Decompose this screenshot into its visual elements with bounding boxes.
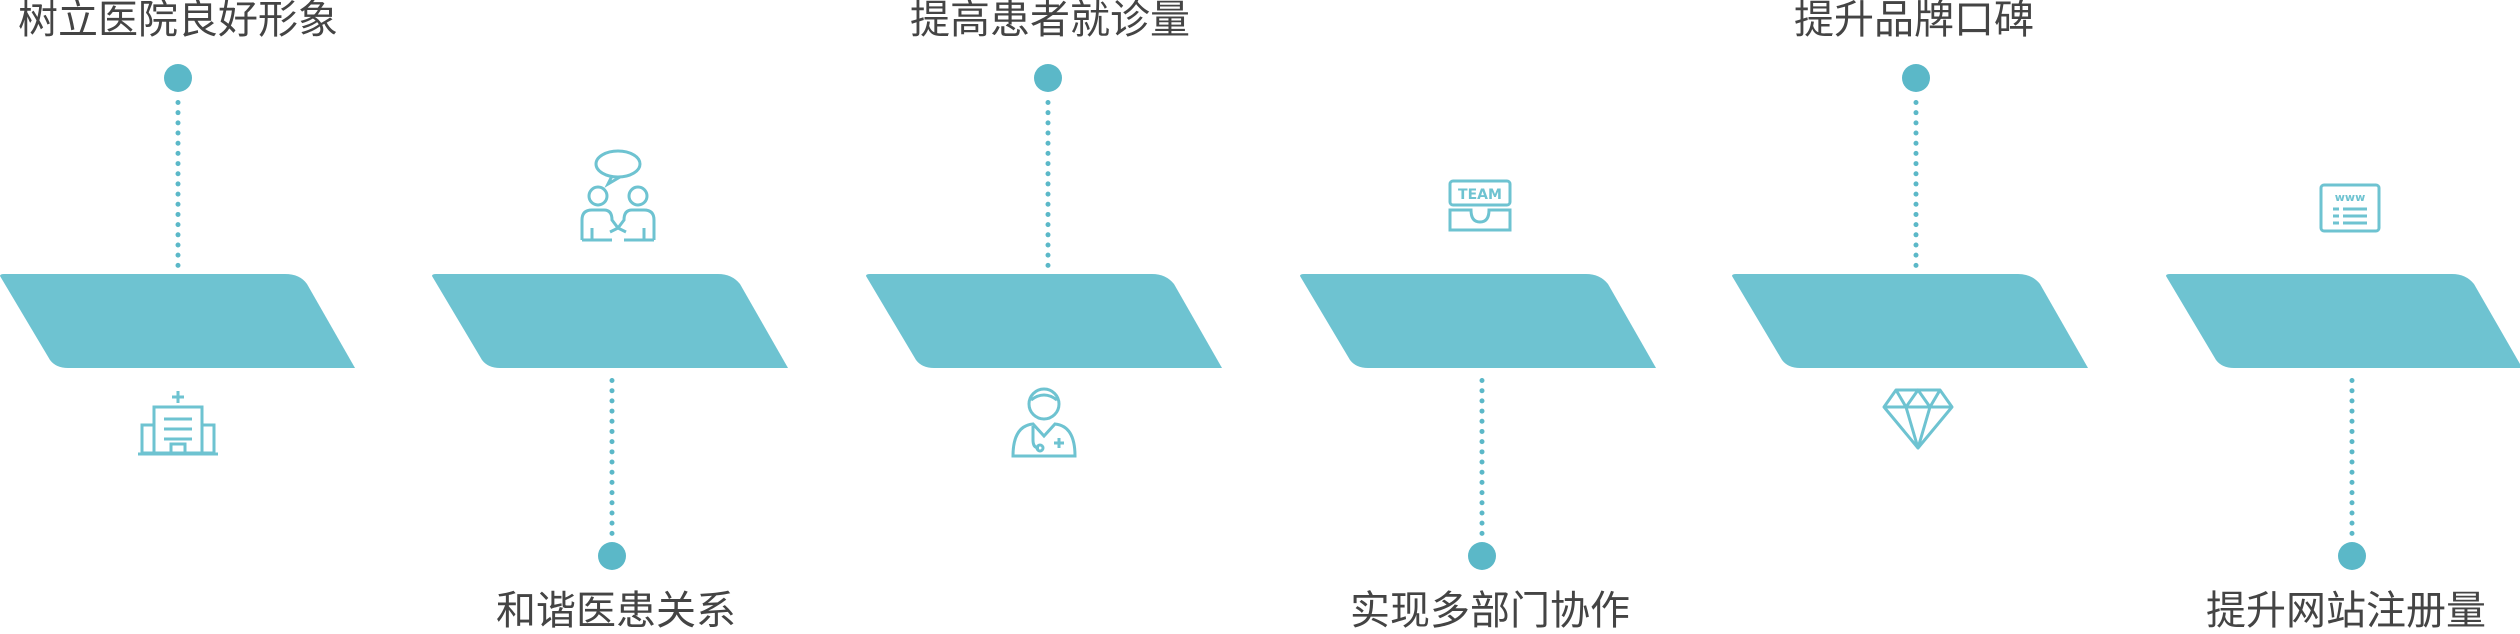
step-5-connector bbox=[1913, 100, 1919, 268]
website-icon: www bbox=[2319, 183, 2381, 233]
step-3-label: 提高患者就诊量 bbox=[910, 0, 1190, 43]
step-5-dot bbox=[1902, 64, 1930, 92]
step-6-block bbox=[2166, 274, 2520, 368]
step-4-label: 实现多部门协作 bbox=[1350, 588, 1630, 634]
hospital-icon bbox=[138, 391, 218, 456]
step-2-connector bbox=[609, 378, 615, 536]
step-2-dot bbox=[598, 542, 626, 570]
parallelogram-band bbox=[0, 274, 2520, 368]
step-5-label: 提升品牌口碑 bbox=[1794, 0, 2034, 43]
step-2-block bbox=[432, 274, 788, 368]
step-1-block bbox=[0, 274, 355, 368]
step-3-dot bbox=[1034, 64, 1062, 92]
step-4-dot bbox=[1468, 542, 1496, 570]
step-2-label: 和谐医患关系 bbox=[496, 588, 736, 634]
step-1-label: 树立医院良好形象 bbox=[18, 0, 338, 43]
step-6-dot bbox=[2338, 542, 2366, 570]
step-4-connector bbox=[1479, 378, 1485, 536]
step-3-connector bbox=[1045, 100, 1051, 268]
doctor-icon bbox=[1011, 387, 1077, 458]
step-1-dot bbox=[164, 64, 192, 92]
step-5-block bbox=[1732, 274, 2088, 368]
diamond-icon bbox=[1882, 388, 1954, 450]
step-3-block bbox=[866, 274, 1222, 368]
people-chat-icon bbox=[580, 149, 656, 242]
step-1-connector bbox=[175, 100, 181, 268]
svg-text:TEAM: TEAM bbox=[1458, 187, 1502, 203]
step-6-connector bbox=[2349, 378, 2355, 536]
step-6-label: 提升网站注册量 bbox=[2206, 588, 2486, 634]
svg-text:www: www bbox=[2335, 191, 2366, 204]
step-4-block bbox=[1300, 274, 1656, 368]
team-puzzle-icon: TEAM bbox=[1448, 179, 1512, 232]
